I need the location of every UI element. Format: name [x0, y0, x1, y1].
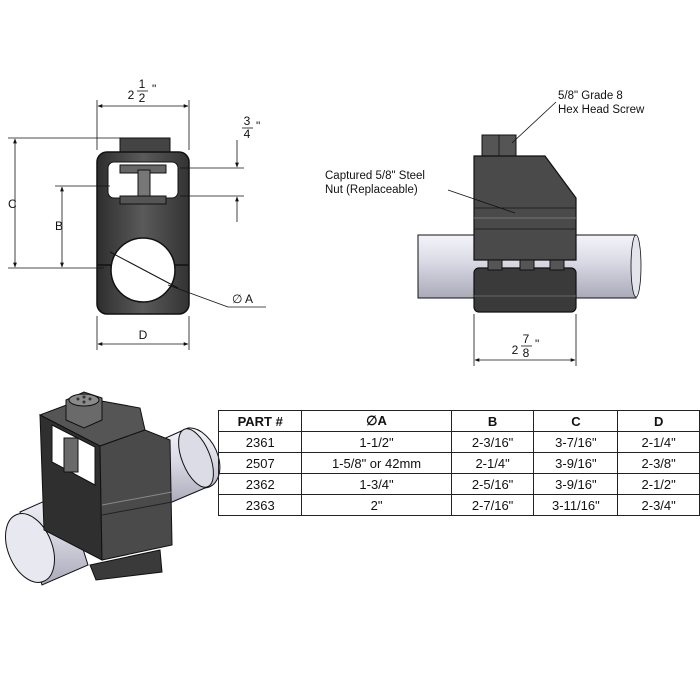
header-a: ∅A — [301, 410, 452, 432]
cell-d: 2-3/4" — [617, 494, 700, 516]
cell-b: 2-3/16" — [450, 431, 535, 453]
cell-c: 3-11/16" — [533, 494, 619, 516]
isometric-view — [5, 391, 221, 586]
cell-part: 2362 — [217, 473, 303, 495]
clamp-side-body — [473, 134, 577, 313]
c-dimension: C — [8, 137, 120, 269]
screw-callout: 5/8" Grade 8 Hex Head Screw — [511, 90, 645, 144]
front-view: 2 1 2 " 3 4 " C B — [8, 77, 266, 350]
screw-callout-line2: Hex Head Screw — [558, 104, 645, 116]
length-numerator: 7 — [523, 332, 530, 346]
header-part: PART # — [217, 410, 303, 432]
nut-callout-line1: Captured 5/8" Steel — [325, 170, 425, 182]
label-a: A — [245, 292, 253, 306]
cell-b: 2-1/4" — [450, 452, 535, 474]
header-b: B — [450, 410, 535, 432]
width-numerator: 1 — [139, 77, 146, 91]
width-denominator: 2 — [139, 91, 146, 105]
screw-denominator: 4 — [244, 127, 251, 141]
table-row: 2363 2" 2-7/16" 3-11/16" 2-3/4" — [217, 494, 700, 516]
cell-d: 2-3/8" — [617, 452, 700, 474]
cell-part: 2507 — [217, 452, 303, 474]
clamp-front-body — [96, 137, 190, 315]
table-row: 2361 1-1/2" 2-3/16" 3-7/16" 2-1/4" — [217, 431, 700, 453]
screw-unit: " — [256, 119, 260, 133]
width-unit: " — [152, 82, 156, 96]
cell-a: 1-3/4" — [301, 473, 452, 495]
length-denominator: 8 — [523, 346, 530, 360]
cell-b: 2-5/16" — [450, 473, 535, 495]
label-b: B — [55, 219, 63, 233]
screw-height-dimension: 3 4 " — [180, 114, 260, 222]
nut-callout: Captured 5/8" Steel Nut (Replaceable) — [325, 170, 516, 214]
cell-a: 1-5/8" or 42mm — [301, 452, 452, 474]
width-whole: 2 — [128, 88, 135, 102]
cell-c: 3-9/16" — [533, 452, 619, 474]
header-d: D — [617, 410, 700, 432]
dia-a-leader: ∅ A — [167, 284, 266, 308]
cell-part: 2363 — [217, 494, 303, 516]
table-row: 2507 1-5/8" or 42mm 2-1/4" 3-9/16" 2-3/8… — [217, 452, 700, 474]
cell-b: 2-7/16" — [450, 494, 535, 516]
table-row: 2362 1-3/4" 2-5/16" 3-9/16" 2-1/2" — [217, 473, 700, 495]
header-a-label: A — [377, 413, 387, 428]
length-unit: " — [535, 337, 539, 351]
cell-c: 3-9/16" — [533, 473, 619, 495]
screw-numerator: 3 — [244, 114, 251, 128]
cell-a: 2" — [301, 494, 452, 516]
cell-d: 2-1/2" — [617, 473, 700, 495]
cell-c: 3-7/16" — [533, 431, 619, 453]
spec-table: PART # ∅A B C D 2361 1-1/2" 2-3/16" 3-7/… — [217, 410, 700, 516]
hex-head-screw-iso — [65, 391, 103, 429]
header-c: C — [533, 410, 619, 432]
cell-a: 1-1/2" — [301, 431, 452, 453]
side-view: 5/8" Grade 8 Hex Head Screw Captured 5/8… — [325, 90, 645, 366]
d-dimension: D — [96, 316, 190, 350]
header-dia-symbol: ∅ — [366, 413, 378, 428]
dia-symbol: ∅ — [232, 292, 242, 306]
width-dimension: 2 1 2 " — [96, 77, 190, 150]
length-whole: 2 — [512, 343, 519, 357]
label-c: C — [8, 197, 17, 211]
nut-callout-line2: Nut (Replaceable) — [325, 184, 418, 196]
label-d: D — [139, 328, 148, 342]
screw-callout-line1: 5/8" Grade 8 — [558, 90, 623, 102]
length-dimension: 2 7 8 " — [473, 314, 577, 366]
cell-part: 2361 — [217, 431, 303, 453]
b-dimension: B — [55, 185, 110, 268]
cell-d: 2-1/4" — [617, 431, 700, 453]
table-header-row: PART # ∅A B C D — [217, 410, 700, 432]
